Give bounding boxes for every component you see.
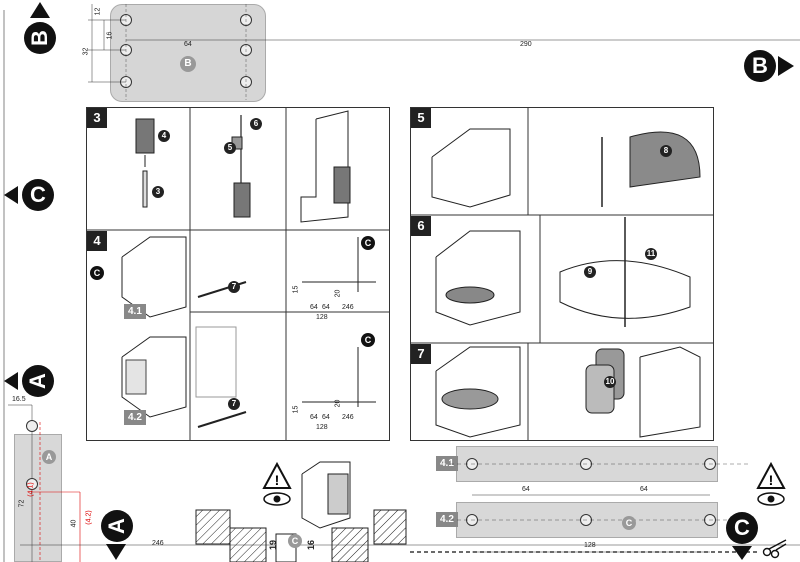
dim-128-b: 128 <box>316 424 328 431</box>
hole <box>26 420 38 432</box>
dim-15-b: 15 <box>292 405 300 414</box>
plates-dims <box>450 463 750 553</box>
dim-15: 15 <box>292 285 300 294</box>
bottom-cabinet <box>301 461 351 529</box>
dim-32: 32 <box>82 47 90 56</box>
dim-128: 128 <box>316 314 328 321</box>
template-a-dims <box>8 404 800 562</box>
dim-64: 64 <box>184 41 192 48</box>
dim-20-b: 20 <box>334 399 342 408</box>
step-5-number: 5 <box>411 108 431 128</box>
dim-64-b: 64 <box>322 304 330 311</box>
dim-12: 12 <box>94 7 102 16</box>
marker-c-arrow <box>4 186 18 204</box>
marker-a-bottom-arrow <box>106 544 126 560</box>
dim-246: 246 <box>342 304 354 311</box>
red-dim-4-2: (4.2) <box>85 510 93 525</box>
dim-64-c: 64 <box>310 414 318 421</box>
tag-4-1: 4.1 <box>124 304 146 319</box>
callout-8: 8 <box>660 145 672 157</box>
marker-a-bottom: A <box>101 510 133 542</box>
plate-c-label: C <box>622 516 636 530</box>
marker-b-arrow <box>30 2 50 18</box>
marker-c-bottom-right: C <box>726 512 758 544</box>
dim-246-b: 246 <box>342 414 354 421</box>
marker-b-left: B <box>24 22 56 54</box>
marker-a-left: A <box>22 365 54 397</box>
hatched-sections <box>195 509 407 562</box>
step4-dim-marker-c2: C <box>361 333 375 347</box>
step-7-number: 7 <box>411 344 431 364</box>
plate-b-label: B <box>180 56 196 72</box>
tag-4-2-bottom: 4.2 <box>436 512 458 527</box>
top-dimension-lines <box>3 4 800 562</box>
callout-3: 3 <box>152 186 164 198</box>
step4-dim-marker-c1: C <box>361 236 375 250</box>
dim-64-plate-b: 64 <box>640 486 648 493</box>
dim-16-bottom: 16 <box>306 539 317 551</box>
callout-5: 5 <box>224 142 236 154</box>
marker-b-right-arrow <box>778 56 794 76</box>
marker-a-arrow <box>4 372 18 390</box>
dim-20: 20 <box>334 289 342 298</box>
eye-icon <box>263 492 291 506</box>
warning-icon-right: ! <box>756 461 786 489</box>
callout-9: 9 <box>584 266 596 278</box>
scissors-icon <box>762 539 787 559</box>
callout-11: 11 <box>645 248 657 260</box>
callout-4: 4 <box>158 130 170 142</box>
cut-line <box>410 551 760 553</box>
hole <box>26 478 38 490</box>
warning-icon: ! <box>262 461 292 489</box>
tag-4-1-bottom: 4.1 <box>436 456 458 471</box>
marker-c-left: C <box>22 179 54 211</box>
dim-16-5: 16.5 <box>12 396 26 403</box>
dim-19: 19 <box>268 539 279 551</box>
svg-text:!: ! <box>275 472 280 488</box>
dim-64-d: 64 <box>322 414 330 421</box>
tag-4-2: 4.2 <box>124 410 146 425</box>
step-4-number: 4 <box>87 231 107 251</box>
eye-icon-right <box>757 492 785 506</box>
steps-5-7-grid <box>410 107 714 441</box>
step4-marker-c: C <box>90 266 104 280</box>
callout-10: 10 <box>604 376 616 388</box>
dim-40: 40 <box>70 519 78 528</box>
dim-72: 72 <box>18 499 26 508</box>
dim-16: 16 <box>106 31 114 40</box>
dim-64-plate-a: 64 <box>522 486 530 493</box>
red-dim-4-1: (4.1) <box>27 482 35 497</box>
callout-7-b: 7 <box>228 398 240 410</box>
dim-128-plate: 128 <box>584 542 596 549</box>
marker-c-bottom-arrow <box>732 546 752 560</box>
svg-text:!: ! <box>769 472 774 488</box>
dim-246-bottom: 246 <box>152 540 164 547</box>
bottom-mid-marker-c: C <box>288 534 302 548</box>
dim-64-a: 64 <box>310 304 318 311</box>
step-6-number: 6 <box>411 216 431 236</box>
steps-3-4-grid <box>86 107 390 441</box>
step-3-number: 3 <box>87 108 107 128</box>
plate-a-label: A <box>42 450 56 464</box>
callout-7: 7 <box>228 281 240 293</box>
marker-b-right: B <box>744 50 776 82</box>
dim-290: 290 <box>520 41 532 48</box>
callout-6: 6 <box>250 118 262 130</box>
